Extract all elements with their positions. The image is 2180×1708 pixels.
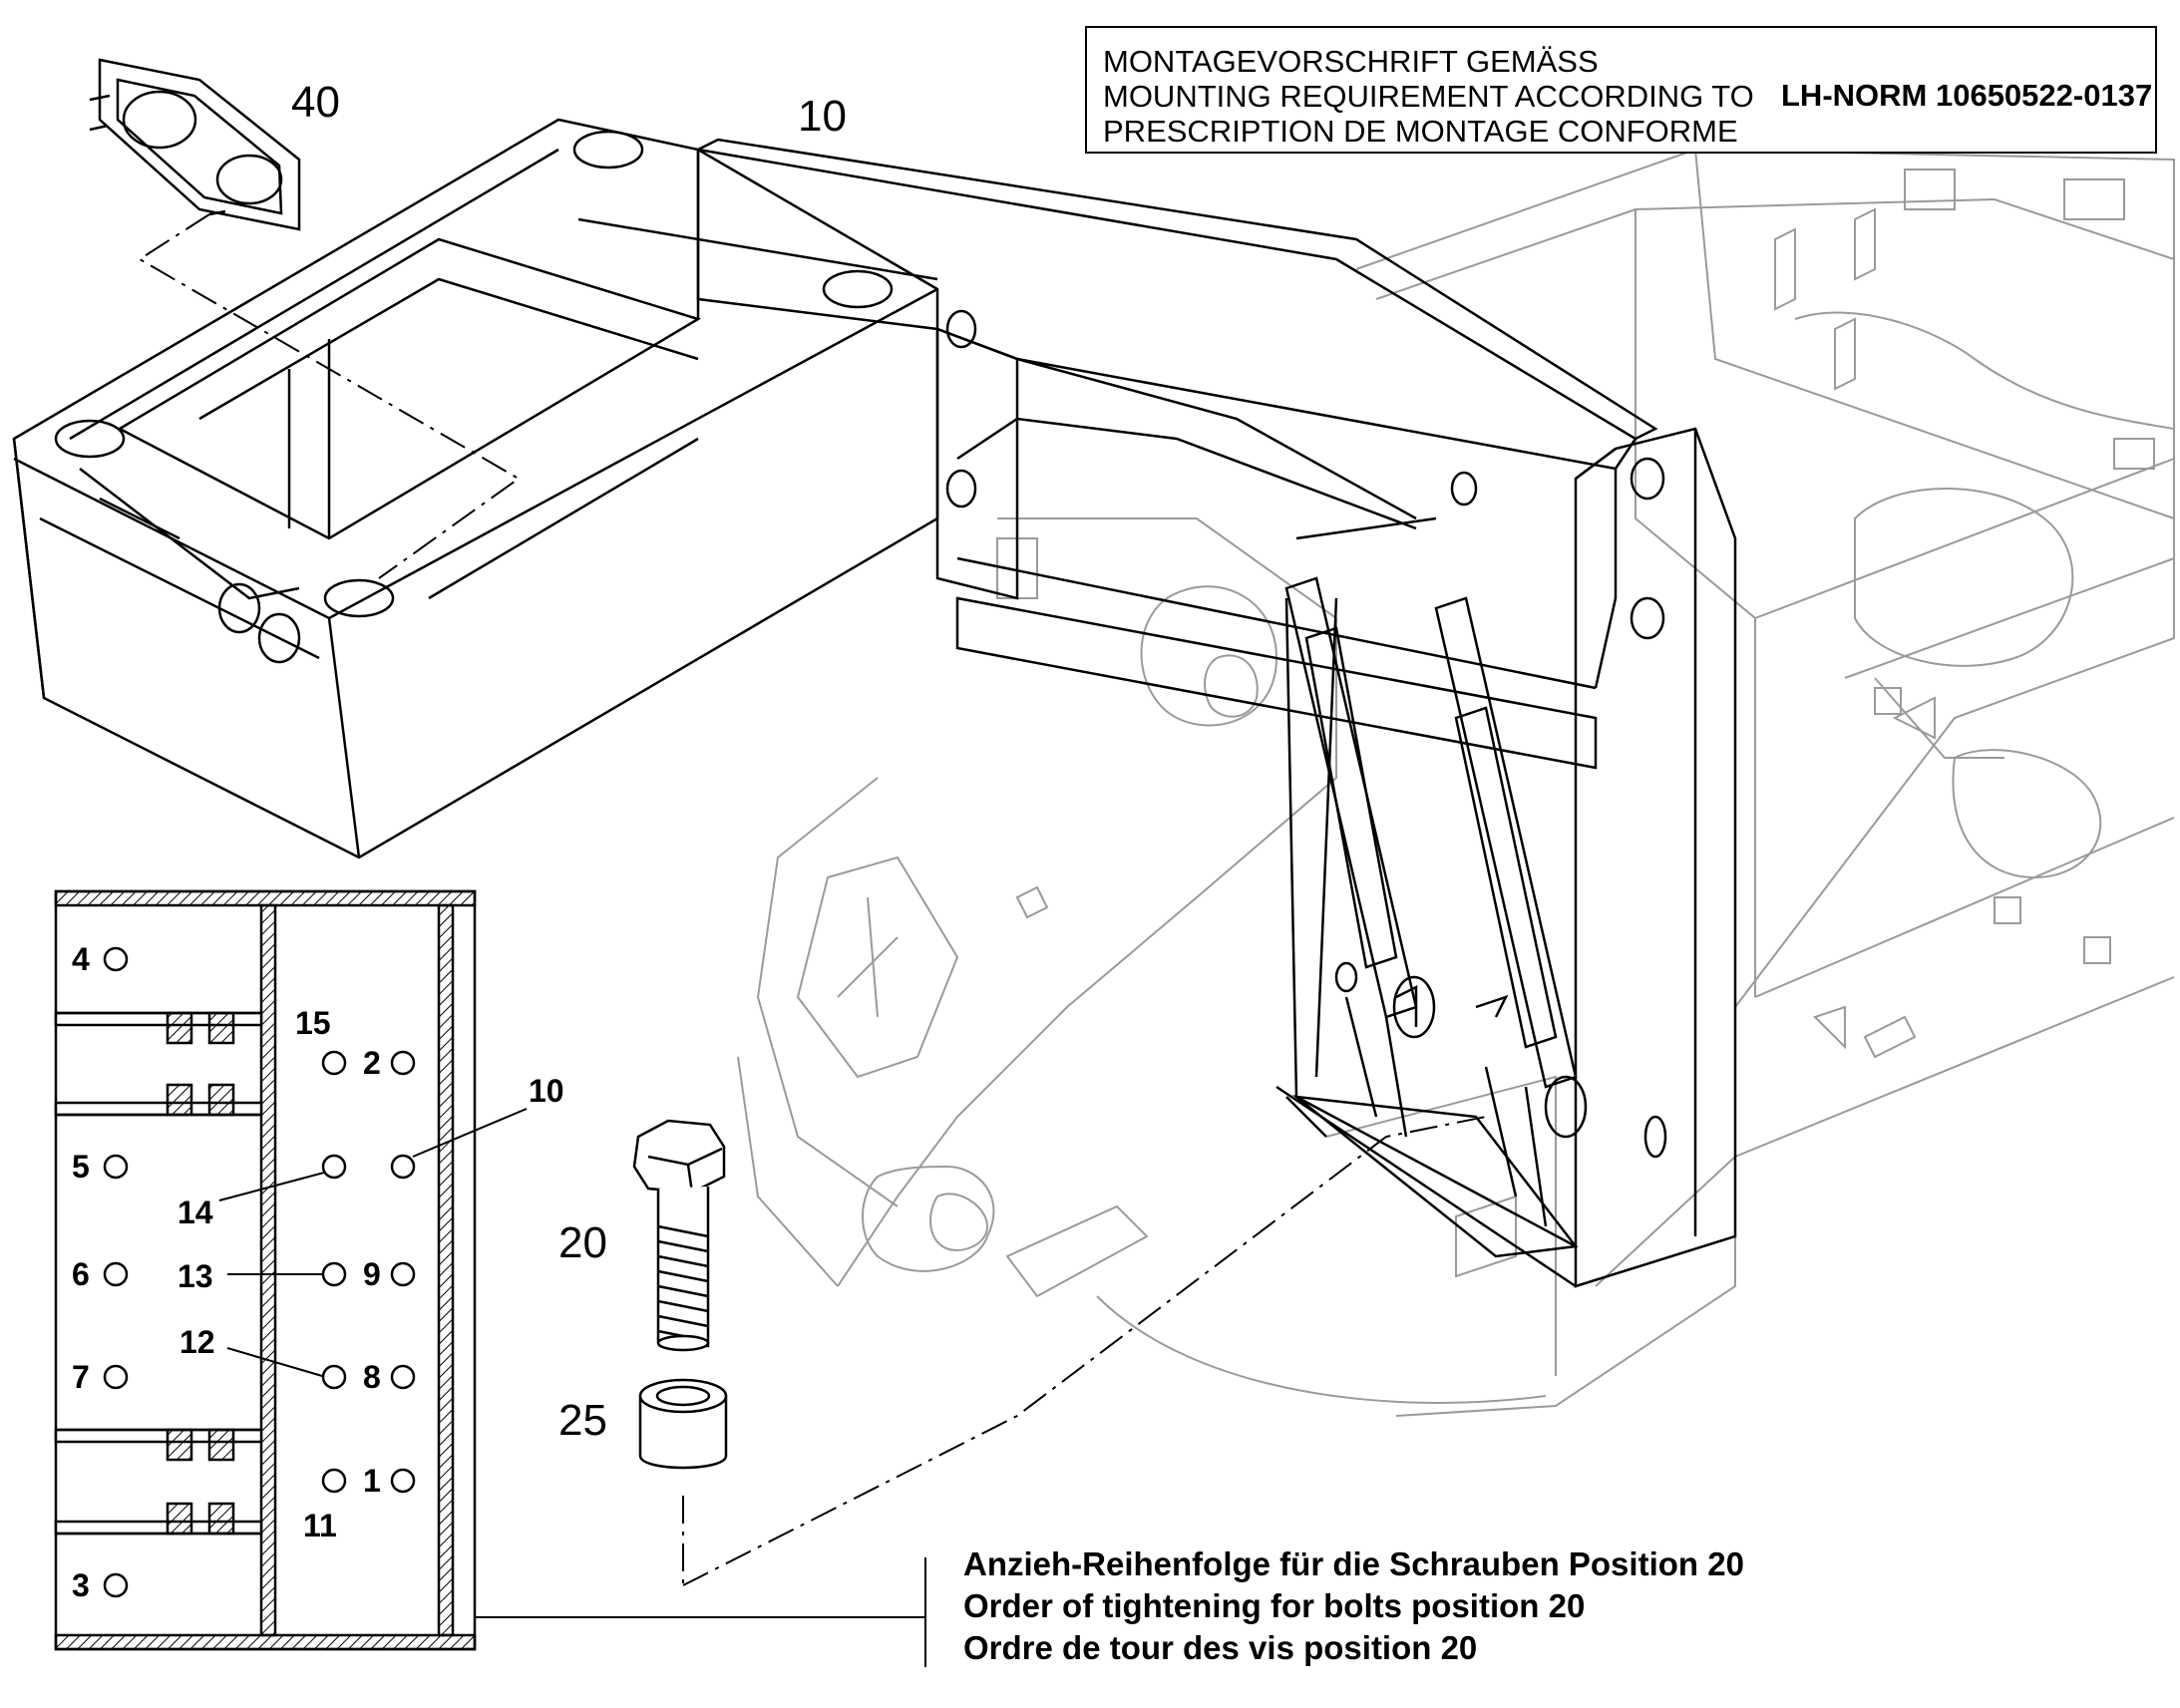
bushing-part-25 <box>638 1378 728 1470</box>
norm-text-block: MONTAGEVORSCHRIFT GEMÄSS MOUNTING REQUIR… <box>1103 44 1754 149</box>
bolt-holes <box>103 946 416 1598</box>
bolt-part-20 <box>632 1119 726 1352</box>
position-label-40: 40 <box>291 78 340 127</box>
order-number-9: 9 <box>363 1256 381 1292</box>
cover-plate-part-40 <box>89 58 301 231</box>
order-number-6: 6 <box>72 1256 90 1292</box>
order-number-4: 4 <box>72 941 90 977</box>
order-number-8: 8 <box>363 1359 381 1395</box>
caption-de: Anzieh-Reihenfolge für die Schrauben Pos… <box>963 1545 1744 1582</box>
order-number-7: 7 <box>72 1359 90 1395</box>
norm-reference-number: LH-NORM 10650522-0137 <box>1781 78 2153 113</box>
order-number-14: 14 <box>178 1195 213 1230</box>
order-number-13: 13 <box>178 1258 213 1294</box>
order-number-1: 1 <box>363 1463 381 1499</box>
position-label-20: 20 <box>558 1218 607 1267</box>
order-number-15: 15 <box>295 1005 331 1041</box>
position-label-10: 10 <box>798 92 847 141</box>
tank-box <box>12 118 939 859</box>
tightening-order-section <box>54 889 926 1667</box>
order-number-2: 2 <box>363 1045 381 1081</box>
tightening-caption: Anzieh-Reihenfolge für die Schrauben Pos… <box>963 1543 1744 1669</box>
assembly-lines <box>138 213 1487 1586</box>
position-label-25: 25 <box>558 1396 607 1445</box>
caption-en: Order of tightening for bolts position 2… <box>963 1587 1586 1624</box>
norm-reference-box: MONTAGEVORSCHRIFT GEMÄSS MOUNTING REQUIR… <box>1085 26 2157 154</box>
order-number-12: 12 <box>180 1324 215 1360</box>
order-number-10: 10 <box>529 1073 564 1109</box>
norm-line-de: MONTAGEVORSCHRIFT GEMÄSS <box>1103 44 1599 79</box>
order-number-5: 5 <box>72 1149 90 1185</box>
caption-fr: Ordre de tour des vis position 20 <box>963 1629 1478 1666</box>
norm-line-en: MOUNTING REQUIREMENT ACCORDING TO <box>1103 79 1754 114</box>
order-number-3: 3 <box>72 1567 90 1603</box>
norm-line-fr: PRESCRIPTION DE MONTAGE CONFORME <box>1103 114 1738 149</box>
order-number-11: 11 <box>303 1508 337 1543</box>
chassis-background <box>737 148 2175 1417</box>
support-frame-part-10 <box>696 138 1737 1288</box>
